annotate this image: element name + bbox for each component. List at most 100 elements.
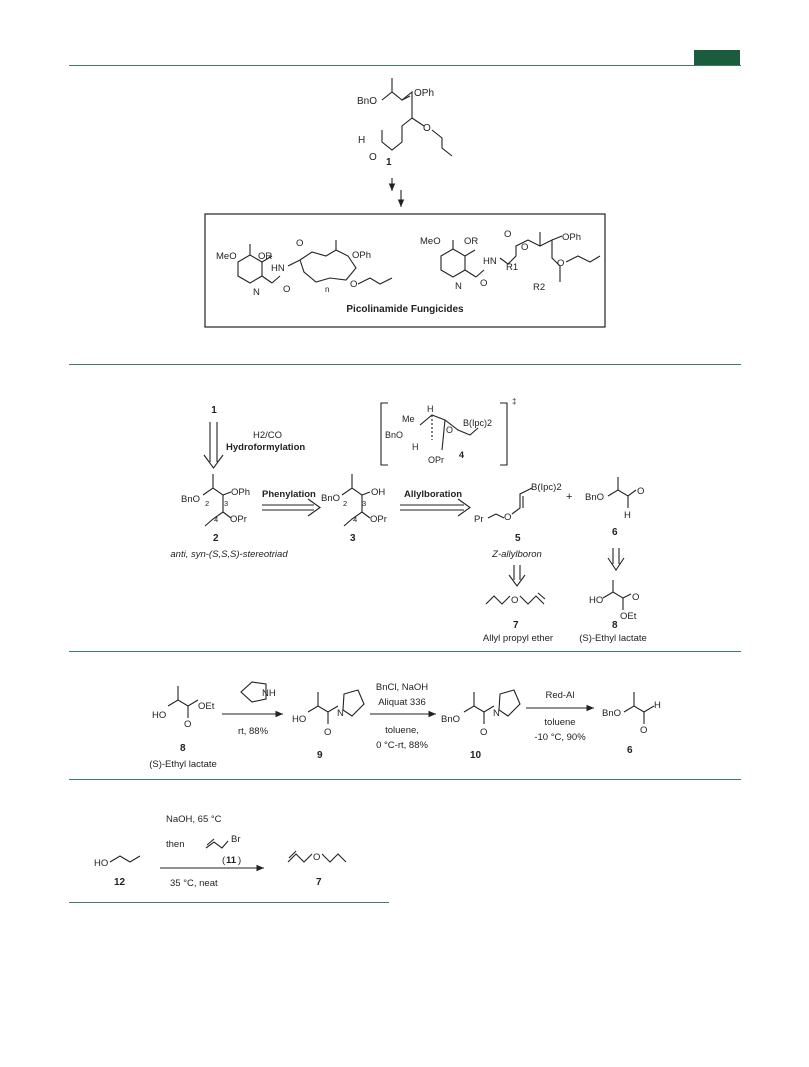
compound-7-top: O 7 Allyl propyl ether [483,592,553,644]
c5-o-label: O [504,512,511,523]
fa-meo-label: MeO [216,251,237,262]
s3-step3-line3: -10 °C, 90% [534,732,586,743]
c6-bno-label: BnO [585,492,604,503]
fungicide-box [204,213,606,328]
s4-cond-top: NaOH, 65 °C [166,814,222,825]
header-accent-block [694,50,740,65]
s3-c10-o-label: O [480,727,487,738]
s3-step3-line2: toluene [544,717,575,728]
c3-oh-label: OH [371,487,385,498]
s3-compound-10: BnO N O 10 [441,689,521,761]
compound-3: BnO OH OPr 2 3 4 3 [321,474,387,544]
c2-locant-4: 4 [214,515,218,524]
c5-boron-label: B(Ipc)2 [531,482,562,493]
ts-dagger: ‡ [512,397,516,406]
s3-c9-ho-label: HO [292,714,306,725]
divider-3 [69,779,741,780]
fa-hn-label: HN [271,263,285,274]
c3-locant-3: 3 [362,499,366,508]
pyrrolidine-reagent: NH [240,681,276,703]
s4-br-label: Br [231,834,241,845]
fb-or-label: OR [464,236,478,247]
s4-compound-12-number: 12 [114,877,126,888]
hydroformylation-reagent: H2/CO [253,430,282,441]
c3-locant-2: 2 [343,499,347,508]
allylboration-arrow [400,498,471,517]
c3-bno-label: BnO [321,493,340,504]
s4-cond-bottom: 35 °C, neat [170,878,218,889]
compound-5-number: 5 [515,533,521,544]
s3-compound-9-number: 9 [317,750,323,761]
s4-cond-then: then [166,839,185,850]
plus-sign: + [566,491,572,503]
s4-paren-close: ) [238,855,241,866]
ts-me-label: Me [402,414,415,424]
s4-reagent-11-number: 11 [226,855,237,866]
s4-c7-o-label: O [313,852,320,863]
c3-opr-label: OPr [370,514,387,525]
c1-ether-o-label: O [423,123,431,134]
s3-compound-9: HO N O 9 [292,689,365,761]
c5-pr-label: Pr [474,514,484,525]
s4-reagent-11: Br ( 11 ) [205,834,241,866]
fa-oph-label: OPh [352,250,371,261]
fb-ether-o-label: O [557,258,564,269]
fa-n-index: n [325,285,329,294]
s3-step2-line3: toluene, [385,725,419,736]
fa-or-label: OR [258,251,272,262]
fa-ring-o-label: O [296,238,303,249]
s3-step1-conditions: rt, 88% [238,726,269,737]
ts-opr-label: OPr [428,455,444,465]
s3-c6-h-label: H [654,700,661,711]
s3-step2-line2: Aliquat 336 [378,697,426,708]
s3-ethyl-lactate-caption: (S)-Ethyl lactate [149,759,217,770]
ts-boron-label: B(Ipc)2 [463,418,492,428]
s3-c8-oet-label: OEt [198,701,215,712]
ethyl-lactate-caption: (S)-Ethyl lactate [579,633,647,644]
s2-start-label: 1 [211,405,217,416]
s3-compound-6: BnO H O 6 [602,692,661,756]
s3-compound-10-number: 10 [470,750,482,761]
c2-locant-2: 2 [205,499,209,508]
fb-r1-label: R1 [506,262,518,273]
hydroformylation-arrow [203,422,224,469]
fb-amide-o-label: O [480,278,487,289]
s3-c8-o-label: O [184,719,191,730]
c2-locant-3: 3 [224,499,228,508]
fb-meo-label: MeO [420,236,441,247]
c7-o-label: O [511,595,518,606]
compound-8-top: HO O OEt 8 (S)-Ethyl lactate [579,580,647,644]
compound-1-number: 1 [386,157,392,168]
allylboration-label: Allylboration [404,489,462,500]
compound-1: BnO OPh O H O 1 [357,78,453,168]
c6-h-label: H [624,510,631,521]
fb-oph-label: OPh [562,232,581,243]
compound-5: Pr O B(Ipc)2 5 Z-allylboron [474,482,562,560]
phenylation-label: Phenylation [262,489,316,500]
s3-c6-o-label: O [640,725,647,736]
ts-h-bottom-label: H [412,442,419,452]
s3-compound-6-number: 6 [627,745,633,756]
compound-3-number: 3 [350,533,356,544]
allyl-propyl-ether-caption: Allyl propyl ether [483,633,553,644]
c8-oet-label: OEt [620,611,637,622]
fa-ether-o-label: O [350,279,357,290]
ts-number: 4 [459,450,464,460]
c2-oph-label: OPh [231,487,250,498]
retro-arrow-6-8 [607,548,625,571]
fa-n-label: N [253,287,260,298]
z-allylboron-caption: Z-allylboron [491,549,542,560]
fb-r2-label: R2 [533,282,545,293]
fungicide-b: MeO OR HN N O R1 O O OPh O R2 [420,229,601,293]
c6-o-label: O [637,486,644,497]
phenylation-arrow [262,498,321,517]
s4-paren-open: ( [222,855,226,866]
compound-6-top: BnO O H 6 [585,477,644,538]
c1-bno-label: BnO [357,96,377,107]
c8-ho-label: HO [589,595,603,606]
ts-h-top-label: H [427,404,434,414]
s3-c10-n-label: N [493,708,500,719]
compound-2-number: 2 [213,533,219,544]
compound-2: BnO OPh OPr 2 3 4 2 anti, syn-(S,S,S)-st… [170,474,288,560]
